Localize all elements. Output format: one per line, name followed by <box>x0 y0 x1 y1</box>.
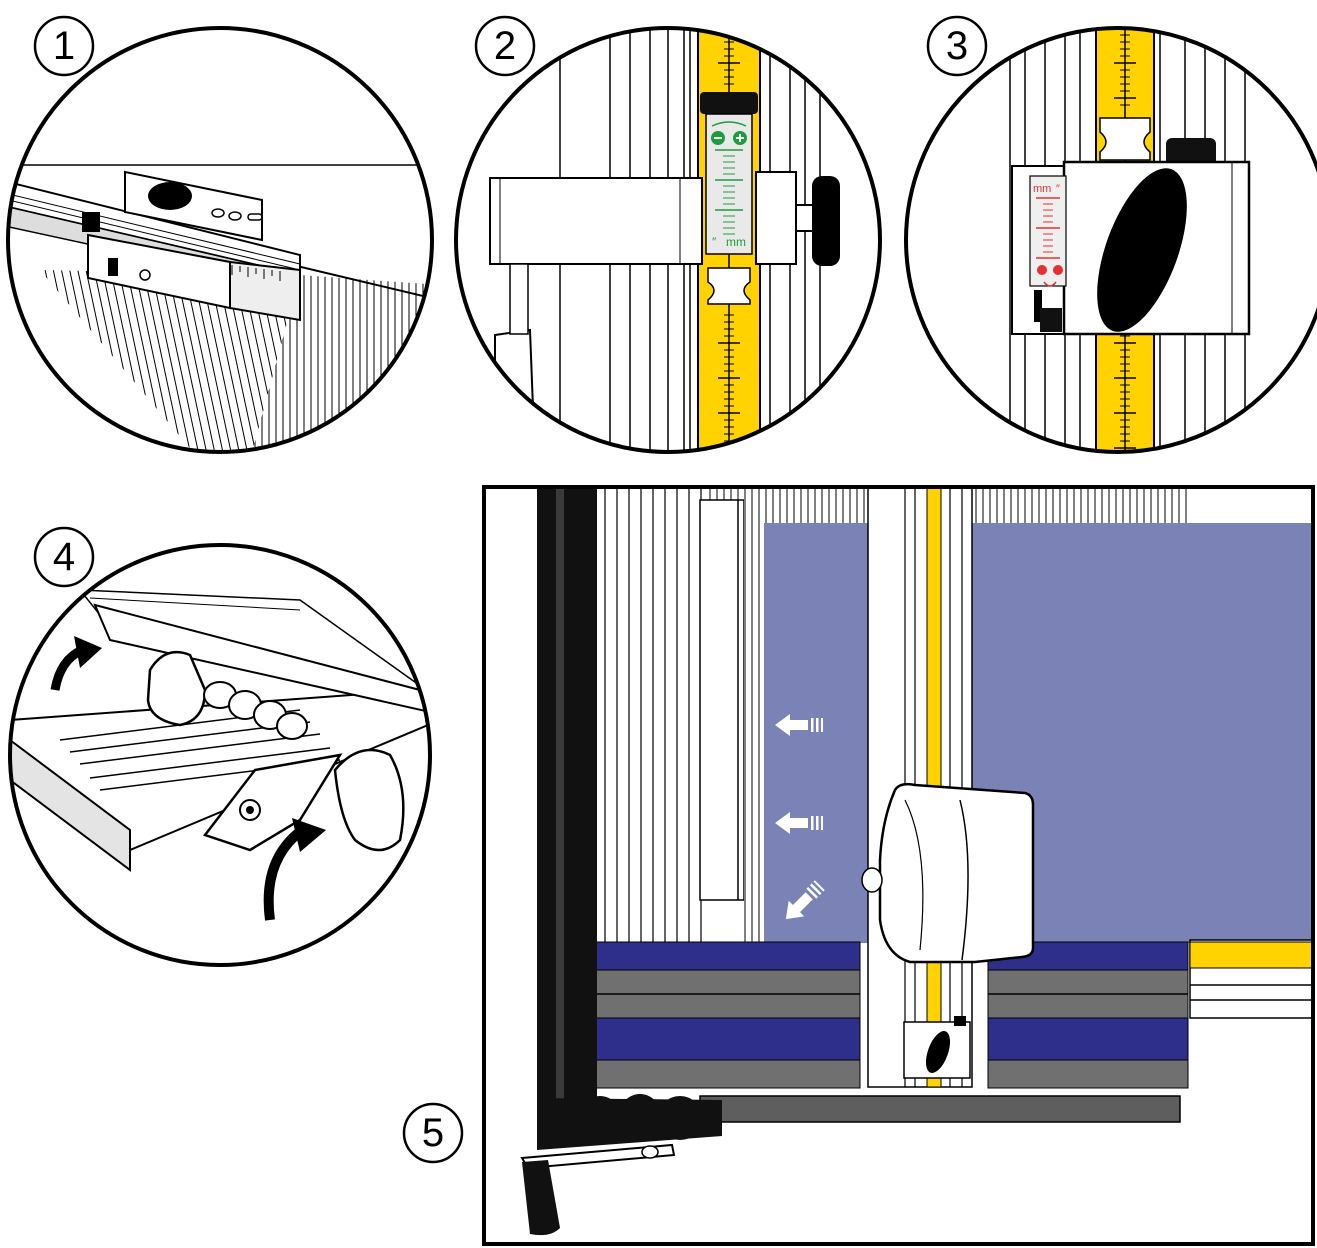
panel-1: 1 <box>6 15 434 454</box>
step-1-badge <box>33 15 95 77</box>
step-4-label: 4 <box>53 535 75 579</box>
step-3-label: 3 <box>946 24 968 68</box>
smiley-icon <box>1037 265 1063 287</box>
mm-label: mm <box>726 235 746 249</box>
arrow-down-left-icon <box>785 880 825 920</box>
panel-5: 5 <box>402 485 1315 1246</box>
step-2-label: 2 <box>494 24 516 68</box>
panel-3: mm ″ 3 <box>904 15 1317 454</box>
arrow-left-icon <box>775 714 823 736</box>
curved-up-arrow-icon <box>263 818 326 921</box>
inch-mark: ″ <box>1056 183 1060 195</box>
step-5-badge <box>402 1102 464 1164</box>
step-5-label: 5 <box>422 1111 444 1155</box>
panel-2: ″ mm 2 <box>454 15 882 454</box>
curved-up-arrow-icon <box>50 636 102 691</box>
panel-4: 4 <box>8 526 432 967</box>
mm-label: mm <box>1033 183 1051 195</box>
step-3-badge <box>926 15 988 77</box>
ruler-ticks <box>1114 28 1136 449</box>
inch-mark: ″ <box>712 235 717 249</box>
step-4-badge <box>33 526 95 588</box>
step-1-label: 1 <box>53 24 75 68</box>
arrow-left-icon <box>775 812 823 834</box>
step-2-badge <box>474 15 536 77</box>
blue-board-left <box>764 523 868 943</box>
